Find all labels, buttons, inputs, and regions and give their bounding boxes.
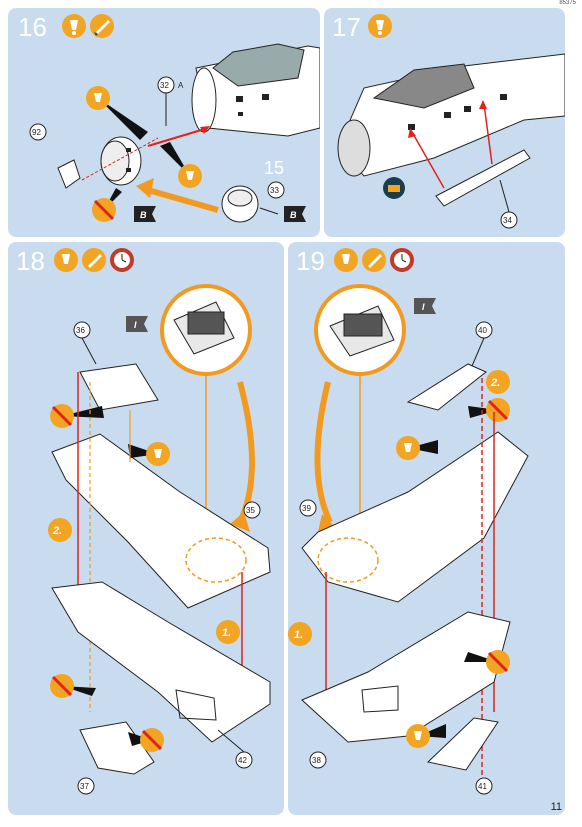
part-36-label: 36 [76,326,85,335]
glue-icon [54,248,78,272]
glue-icon [396,436,438,460]
step-18-number: 18 [16,246,45,276]
step-18-illustration: I 36 35 2. 1. 42 37 [48,248,271,795]
svg-text:I: I [134,320,137,330]
part-39-label: 39 [302,504,311,513]
svg-text:B: B [140,210,147,220]
part-33-label: 33 [270,186,279,195]
ref-label-a: A [178,81,184,90]
no-glue-icon [50,674,96,698]
no-glue-icon [128,728,164,752]
no-glue-icon [464,650,510,674]
svg-text:1.: 1. [222,627,231,639]
part-38-label: 38 [312,756,321,765]
svg-text:I: I [422,302,425,312]
order-badge-1: 1. [216,620,240,644]
subassembly-15-label: 15 [264,158,284,178]
svg-text:B: B [290,210,297,220]
svg-text:2.: 2. [52,525,62,537]
part-34-label: 34 [503,216,512,225]
paint-brush-icon [90,14,114,38]
step-18-panel: 18 I 36 35 2. 1. 42 [8,242,284,815]
glue-icon [62,14,86,38]
doc-code: 85375 [559,0,576,6]
no-glue-icon [92,188,122,222]
part-41-label: 41 [478,782,487,791]
step-19-number: 19 [296,246,325,276]
no-glue-icon [50,404,104,428]
part-37-label: 37 [80,782,89,791]
no-glue-icon [86,86,148,140]
glue-icon [334,248,358,272]
part-35-label: 35 [246,506,255,515]
clock-icon [110,248,134,272]
svg-text:1.: 1. [294,629,303,641]
order-badge-1: 1. [288,622,312,646]
glue-icon [128,442,170,466]
no-glue-icon [468,398,510,422]
part-40-label: 40 [478,326,487,335]
step-19-panel: 19 I 40 39 2. 1. 38 41 [288,242,565,815]
no-glue-icon [160,142,202,188]
glue-icon [368,14,392,38]
page-number: 11 [550,801,562,813]
part-92-label: 92 [32,128,41,137]
order-badge-2: 2. [486,370,510,394]
step-17-panel: 17 34 [324,8,565,237]
order-badge-2: 2. [48,518,72,542]
paint-brush-icon [362,248,386,272]
step-16-panel: 16 32 A 92 B 15 [8,8,320,237]
part-32-label: 32 [160,81,169,90]
glue-icon [406,724,446,748]
step-16-illustration: 32 A 92 B 15 33 B [29,14,320,223]
clock-icon [390,248,414,272]
svg-text:2.: 2. [490,377,500,389]
step-17-number: 17 [332,12,361,42]
step-16-number: 16 [18,12,47,42]
paint-brush-icon [82,248,106,272]
step-19-illustration: I 40 39 2. 1. 38 41 [288,248,529,795]
part-42-label: 42 [238,756,247,765]
decal-icon [383,177,405,199]
step-17-illustration: 34 [337,14,565,229]
